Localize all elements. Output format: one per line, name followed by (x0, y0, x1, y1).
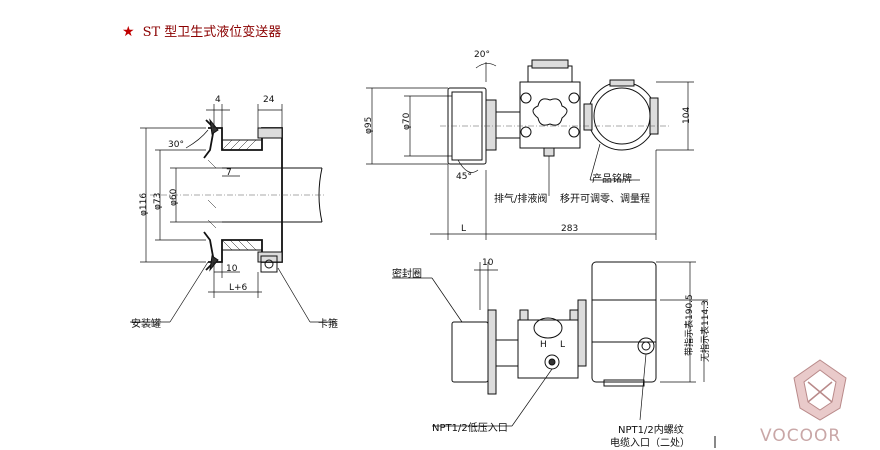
label-vent: 排气/排液阀 (494, 194, 548, 205)
bolt-4 (568, 126, 580, 138)
electronics-cover (593, 87, 651, 145)
leader-low-port (511, 368, 553, 427)
front-bolt-left (519, 309, 529, 321)
dim-10-left: 10 (226, 264, 238, 274)
label-low-port: NPT1/2低压入口 (432, 423, 508, 434)
cable-entry-top (609, 79, 635, 87)
flange-bottom-band (221, 239, 263, 251)
label-tank: 安装罐 (131, 319, 161, 330)
vocoor-logo-icon (793, 359, 847, 421)
sensor-cap (531, 59, 569, 69)
leader-thread (639, 353, 647, 421)
leader-seal (431, 277, 463, 323)
dim-phi60: φ60 (169, 188, 179, 206)
dim-phi95: φ95 (364, 116, 374, 134)
tank-wall-bottom (203, 231, 215, 271)
sensor-window (532, 98, 568, 126)
left-section-view (130, 104, 335, 323)
cable-entry (637, 337, 655, 355)
hatch-flange (207, 139, 257, 251)
leader-clamp (277, 267, 311, 323)
dim-L-top: L (461, 224, 467, 234)
bottom-front-view (392, 261, 716, 448)
label-cable: 电缆入口（二处） (610, 438, 690, 449)
flange-top-band (221, 139, 263, 151)
front-flange (487, 309, 497, 395)
label-adjust: 移开可调零、调量程 (560, 194, 650, 205)
front-sensor-body (517, 319, 579, 379)
dim-1905: 带指示表190.5 (685, 294, 695, 356)
dim-phi73: φ73 (153, 192, 163, 210)
bolt-3 (520, 126, 532, 138)
dim-L6: L+6 (229, 283, 248, 293)
dim-7: 7 (226, 168, 232, 178)
label-L: L (560, 340, 566, 350)
dim-phi70: φ70 (402, 112, 412, 130)
title-text: ST 型卫生式液位变送器 (142, 25, 282, 40)
label-nameplate: 产品铭牌 (592, 174, 632, 185)
front-top-knob (533, 317, 563, 339)
cable-entry-inner (641, 341, 651, 351)
angle-45: 45° (456, 172, 472, 182)
bolt-2 (568, 92, 580, 104)
clamp-screw (260, 255, 278, 273)
front-diaphragm (451, 321, 489, 383)
leader-nameplate (589, 143, 601, 181)
dim-24: 24 (263, 95, 275, 105)
label-seal: 密封圈 (392, 269, 422, 280)
front-housing (591, 261, 657, 383)
angle-30: 30° (168, 140, 184, 150)
clamp-top (257, 127, 283, 139)
star-icon: ★ (122, 24, 135, 40)
front-bolt-right (569, 309, 579, 321)
label-H: H (540, 340, 547, 350)
label-thread: NPT1/2内螺纹 (618, 425, 684, 436)
label-clamp: 卡箍 (318, 319, 338, 330)
clamp-screw-head (264, 259, 274, 269)
brand-watermark: VOCOOR (760, 426, 842, 446)
housing-bottom (603, 379, 645, 387)
dim-283: 283 (561, 224, 579, 234)
dim-4: 4 (215, 95, 221, 105)
leader-tank (169, 261, 209, 323)
housing-cap (649, 97, 659, 135)
top-side-view (366, 59, 694, 240)
tank-wall-top (203, 119, 215, 159)
diaphragm-flange (485, 99, 497, 151)
dim-104: 104 (682, 106, 692, 124)
front-housing-neck (577, 299, 587, 367)
clamp-bottom (257, 251, 283, 263)
dim-10-bottom: 10 (482, 258, 494, 268)
sensor-body (519, 81, 581, 149)
electronics-housing (587, 81, 657, 151)
page-title: ★ ST 型卫生式液位变送器 (122, 21, 281, 40)
angle-20: 20° (474, 50, 490, 60)
dim-phi116: φ116 (139, 192, 149, 216)
bolt-1 (520, 92, 532, 104)
low-pressure-port-core (548, 358, 556, 366)
housing-neck (583, 103, 593, 131)
dim-1143: 无指示表114.3 (701, 300, 711, 362)
vent-valve (543, 147, 555, 157)
